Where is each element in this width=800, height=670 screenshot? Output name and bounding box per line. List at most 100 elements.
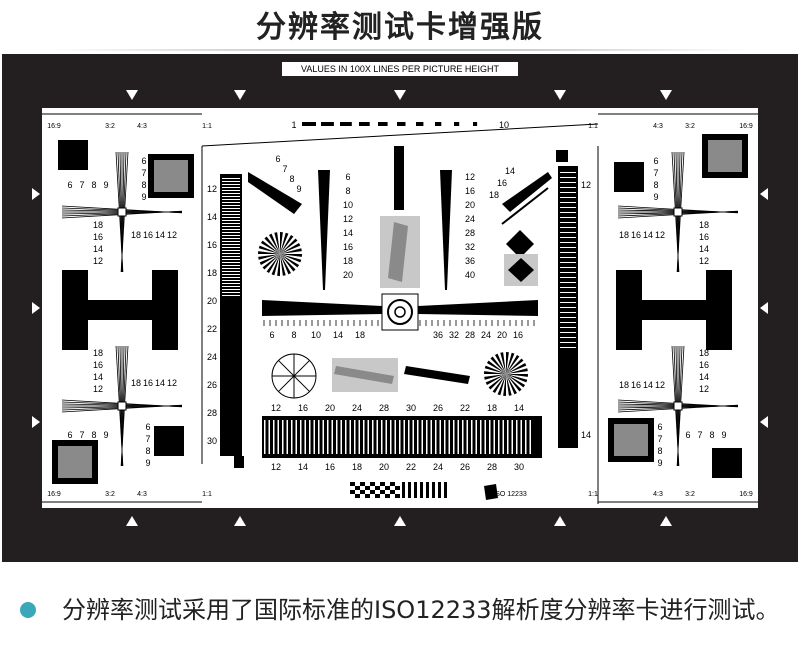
top-triangle-3 bbox=[126, 90, 138, 100]
left-ruler-line bbox=[222, 178, 240, 179]
vwedge-c-number: 12 bbox=[465, 172, 475, 182]
left-ruler-line bbox=[222, 265, 240, 266]
burst-line bbox=[376, 420, 378, 454]
left-ruler-line bbox=[222, 226, 240, 227]
left-ruler-number: 18 bbox=[207, 268, 217, 278]
spoke-line bbox=[278, 360, 310, 392]
vwedge-c-number: 32 bbox=[465, 242, 475, 252]
center-target-inner bbox=[394, 306, 406, 318]
left-ruler-foot bbox=[234, 456, 244, 468]
burst-line bbox=[372, 420, 374, 454]
right-ruler-line bbox=[560, 282, 576, 283]
aspect-label-top-left-2: 4:3 bbox=[137, 123, 147, 130]
star-wedge bbox=[506, 374, 528, 377]
bottom-burst-panel bbox=[262, 416, 542, 458]
burst-line bbox=[358, 420, 360, 454]
checker-cell bbox=[370, 490, 375, 494]
star-wedge bbox=[506, 352, 509, 374]
left-ruler-line bbox=[222, 286, 240, 287]
bottom-triangle-3 bbox=[126, 516, 138, 526]
top-triangle-2 bbox=[554, 90, 566, 100]
burst-line bbox=[282, 420, 284, 454]
star-wedge bbox=[258, 254, 280, 260]
burst-line bbox=[291, 420, 293, 454]
fan-left-number: 8 bbox=[289, 174, 294, 184]
star-wedge bbox=[271, 254, 280, 276]
star-wedge bbox=[506, 363, 527, 374]
corner-num-tr-h2: 12 bbox=[655, 230, 665, 240]
burst-line bbox=[394, 420, 396, 454]
checker-cell bbox=[390, 482, 395, 486]
right-ruler-number-top: 12 bbox=[581, 180, 591, 190]
corner-num-bl-v: 8 bbox=[145, 446, 150, 456]
vwedge-c-number: 24 bbox=[465, 214, 475, 224]
star-wedge bbox=[258, 251, 280, 254]
hwedge-right bbox=[418, 300, 538, 316]
burst-bottom-number: 14 bbox=[298, 462, 308, 472]
burst-line bbox=[502, 420, 504, 454]
resolution-test-chart: VALUES IN 100X LINES PER PICTURE HEIGHT1… bbox=[2, 54, 798, 562]
left-ruler-line bbox=[222, 271, 240, 272]
left-ruler-line bbox=[222, 199, 240, 200]
burst-top-number: 30 bbox=[406, 403, 416, 413]
star-wedge bbox=[506, 374, 526, 388]
scale-segment bbox=[397, 122, 406, 126]
burst-line bbox=[403, 420, 405, 454]
stripe-bar bbox=[402, 482, 405, 498]
star-wedge bbox=[280, 254, 302, 257]
star-wedge bbox=[280, 254, 286, 276]
right-ruler-line bbox=[560, 287, 576, 288]
checker-cell bbox=[370, 482, 375, 486]
vwedge-a-number: 20 bbox=[343, 270, 353, 280]
scale-segment bbox=[416, 122, 424, 126]
corner-num-tr-h2: 16 bbox=[631, 230, 641, 240]
burst-line bbox=[507, 420, 509, 454]
aspect-label-top-left-0: 16:9 bbox=[47, 123, 61, 130]
hwedge-right-number: 36 bbox=[433, 330, 443, 340]
burst-line bbox=[336, 420, 338, 454]
corner-num-tr-v2: 18 bbox=[699, 220, 709, 230]
burst-bottom-number: 18 bbox=[352, 462, 362, 472]
right-ruler-line bbox=[560, 172, 576, 173]
siemens-star-left bbox=[258, 232, 302, 276]
black-square-tl bbox=[58, 140, 88, 170]
corner-num-tr-h2: 14 bbox=[643, 230, 653, 240]
left-ruler-number: 20 bbox=[207, 296, 217, 306]
fan-left-number: 6 bbox=[275, 154, 280, 164]
h-target-right bbox=[616, 270, 732, 350]
aspect-label-top-right-3: 1:1 bbox=[588, 123, 598, 130]
star-wedge bbox=[488, 374, 506, 390]
hwedge-left bbox=[262, 300, 382, 316]
vwedge-a-number: 12 bbox=[343, 214, 353, 224]
scale-segment bbox=[435, 122, 442, 126]
corner-num-tl-v: 6 bbox=[141, 156, 146, 166]
checker-cell bbox=[375, 486, 380, 490]
star-wedge bbox=[484, 374, 506, 380]
left-ruler-line bbox=[222, 211, 240, 212]
star-wedge bbox=[506, 374, 528, 383]
stripe-bar bbox=[426, 482, 429, 498]
bottom-triangle-1 bbox=[394, 516, 406, 526]
burst-line bbox=[475, 420, 477, 454]
corner-num-tr-v2: 12 bbox=[699, 256, 709, 266]
hwedge-left-number: 14 bbox=[333, 330, 343, 340]
left-ruler-line bbox=[222, 235, 240, 236]
scale-segment bbox=[359, 122, 370, 126]
scale-segment bbox=[321, 122, 334, 126]
star-wedge bbox=[484, 365, 506, 374]
bullet-dot-icon bbox=[20, 602, 36, 618]
scale-segment bbox=[302, 122, 316, 126]
burst-line bbox=[399, 420, 401, 454]
left-ruler-line bbox=[222, 208, 240, 209]
corner-num-tr-v: 8 bbox=[653, 180, 658, 190]
left-ruler-line bbox=[222, 253, 240, 254]
right-ruler-line bbox=[560, 217, 576, 218]
corner-num-bl-h: 8 bbox=[91, 430, 96, 440]
corner-num-tr-v2: 14 bbox=[699, 244, 709, 254]
scale-segment bbox=[378, 122, 388, 126]
burst-line bbox=[457, 420, 459, 454]
fan-right-number: 16 bbox=[497, 178, 507, 188]
scale-segment bbox=[454, 122, 460, 126]
left-ruler-line bbox=[222, 259, 240, 260]
burst-line bbox=[525, 420, 527, 454]
